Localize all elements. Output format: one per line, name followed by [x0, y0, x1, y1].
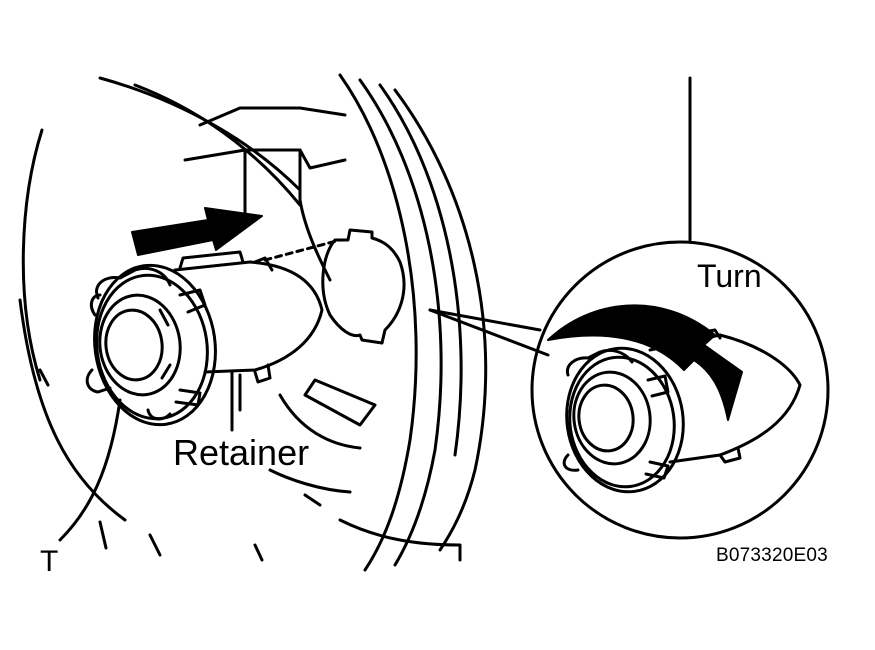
figure-code: B073320E03: [716, 545, 828, 566]
detail-callout: [428, 240, 830, 540]
corner-mark: T: [40, 545, 59, 578]
socket-hole: [263, 228, 406, 345]
turn-label: Turn: [697, 258, 762, 294]
right-arrow-icon: [131, 207, 263, 256]
bulb-socket: [85, 250, 324, 427]
bulb-socket-detail: [562, 328, 802, 494]
retainer-label: Retainer: [173, 432, 310, 473]
headlamp-housing: [18, 73, 692, 572]
clockwise-arrow-icon: [547, 304, 743, 421]
